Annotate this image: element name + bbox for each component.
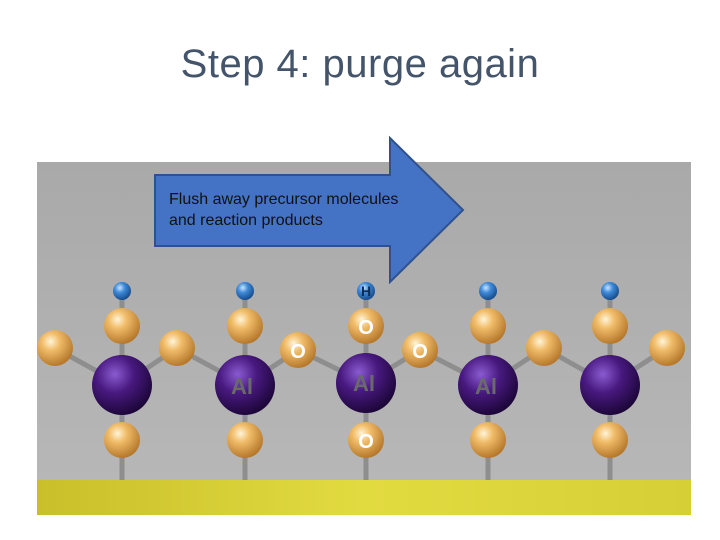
oxygen-label: O <box>358 431 374 453</box>
hydrogen-atom <box>357 282 375 300</box>
oxygen-label: O <box>358 317 374 339</box>
oxygen-atom <box>470 422 506 458</box>
callout-text-line1: Flush away precursor molecules <box>169 191 399 208</box>
oxygen-atom <box>37 330 73 366</box>
callout-text-line2: and reaction products <box>169 212 323 229</box>
oxygen-label: O <box>290 341 306 363</box>
aluminum-atom <box>580 355 640 415</box>
oxygen-atom <box>104 422 140 458</box>
oxygen-atoms-top <box>104 308 628 344</box>
oxygen-atom <box>592 308 628 344</box>
oxygen-atoms-bottom <box>104 422 628 458</box>
oxygen-label: O <box>412 341 428 363</box>
oxygen-atom <box>348 422 384 458</box>
hydrogen-atoms <box>113 282 619 300</box>
callout-arrow <box>154 135 465 285</box>
aluminum-label: Al <box>353 371 375 396</box>
oxygen-atom <box>104 308 140 344</box>
aluminum-atom <box>92 355 152 415</box>
hydrogen-atom <box>601 282 619 300</box>
oxygen-atom <box>470 308 506 344</box>
oxygen-atom <box>649 330 685 366</box>
aluminum-atom <box>458 355 518 415</box>
oxygen-atom <box>227 308 263 344</box>
substrate <box>37 480 691 515</box>
oxygen-atom <box>227 422 263 458</box>
aluminum-label: Al <box>475 374 497 399</box>
callout-text: Flush away precursor molecules and react… <box>169 189 459 231</box>
oxygen-atoms-bridge <box>37 330 685 368</box>
aluminum-atoms <box>92 353 640 415</box>
oxygen-atom <box>280 332 316 368</box>
aluminum-atom <box>215 355 275 415</box>
hydrogen-atom <box>236 282 254 300</box>
oxygen-atom <box>159 330 195 366</box>
aluminum-label: Al <box>231 374 253 399</box>
oxygen-atom <box>592 422 628 458</box>
hydrogen-label: H <box>361 283 371 299</box>
hydrogen-atom <box>479 282 497 300</box>
oxygen-atom <box>526 330 562 366</box>
slide-title: Step 4: purge again <box>180 42 540 86</box>
oxygen-atom <box>348 308 384 344</box>
oxygen-atom <box>402 332 438 368</box>
aluminum-atom <box>336 353 396 413</box>
hydrogen-atom <box>113 282 131 300</box>
